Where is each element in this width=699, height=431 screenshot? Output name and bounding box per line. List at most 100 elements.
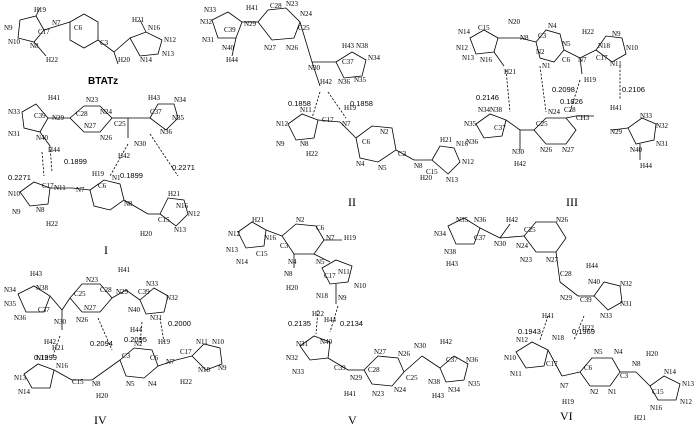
- svg-text:N8: N8: [300, 140, 309, 148]
- svg-text:N12: N12: [36, 354, 49, 362]
- structure-v: H21 N12 N13 N14 C15 N16 C3 N2 C6 N4 N5 N…: [226, 216, 481, 427]
- svg-text:N7: N7: [166, 358, 175, 366]
- svg-text:N31: N31: [656, 140, 669, 148]
- svg-text:N5: N5: [126, 380, 135, 388]
- svg-text:N4: N4: [288, 258, 297, 266]
- svg-text:H20: H20: [118, 56, 131, 64]
- svg-text:N5: N5: [316, 258, 325, 266]
- svg-text:N31: N31: [150, 314, 163, 322]
- svg-text:C39: C39: [580, 296, 592, 304]
- svg-text:C39: C39: [34, 112, 46, 120]
- svg-text:H44: H44: [640, 162, 653, 170]
- svg-text:H21: H21: [634, 414, 647, 422]
- svg-text:H19: H19: [92, 170, 105, 178]
- svg-text:N8: N8: [36, 206, 45, 214]
- svg-text:N32: N32: [166, 294, 179, 302]
- svg-text:N13: N13: [682, 380, 695, 388]
- svg-text:N27: N27: [84, 304, 97, 312]
- svg-text:N24: N24: [300, 10, 313, 18]
- svg-text:N36: N36: [338, 78, 351, 86]
- svg-text:N2: N2: [296, 216, 305, 224]
- svg-text:C28: C28: [564, 106, 576, 114]
- svg-text:C39: C39: [224, 26, 236, 34]
- svg-text:N16: N16: [480, 56, 493, 64]
- svg-text:C25: C25: [406, 374, 418, 382]
- svg-text:N8: N8: [92, 380, 101, 388]
- svg-text:C37: C37: [474, 234, 486, 242]
- svg-text:N38: N38: [356, 42, 369, 50]
- svg-text:H41: H41: [344, 390, 357, 398]
- svg-text:N16: N16: [56, 362, 69, 370]
- svg-text:N9: N9: [218, 364, 227, 372]
- svg-text:C28: C28: [100, 286, 112, 294]
- svg-text:N38: N38: [444, 248, 457, 256]
- svg-text:N10: N10: [8, 38, 21, 46]
- svg-text:H19: H19: [158, 338, 171, 346]
- svg-text:N30: N30: [134, 140, 147, 148]
- svg-text:N34: N34: [4, 286, 17, 294]
- svg-text:N9: N9: [4, 24, 13, 32]
- svg-text:N40: N40: [320, 338, 333, 346]
- svg-text:H43: H43: [342, 42, 355, 50]
- label-iii: III: [566, 195, 578, 209]
- svg-text:C37: C37: [342, 58, 354, 66]
- svg-text:N5: N5: [594, 348, 603, 356]
- svg-text:C3: C3: [620, 372, 629, 380]
- svg-text:N12: N12: [276, 120, 289, 128]
- svg-text:N20: N20: [508, 18, 521, 26]
- svg-text:H21: H21: [440, 136, 453, 144]
- svg-text:N24: N24: [100, 108, 113, 116]
- svg-text:N29: N29: [116, 288, 129, 296]
- svg-text:N11: N11: [610, 60, 622, 68]
- hbond-distance: 0.2098: [552, 85, 575, 94]
- svg-text:N23: N23: [372, 390, 385, 398]
- svg-text:N29: N29: [560, 294, 573, 302]
- svg-text:C3: C3: [280, 242, 289, 250]
- svg-text:H43: H43: [30, 270, 43, 278]
- svg-text:C6: C6: [362, 138, 371, 146]
- svg-text:H44: H44: [48, 146, 61, 154]
- svg-text:N26: N26: [540, 146, 553, 154]
- svg-text:N12: N12: [462, 158, 475, 166]
- svg-text:H22: H22: [180, 378, 193, 386]
- svg-text:N30: N30: [414, 342, 427, 350]
- svg-text:H21: H21: [168, 190, 181, 198]
- svg-text:N14: N14: [18, 388, 31, 396]
- svg-text:N8: N8: [124, 200, 133, 208]
- svg-text:N27: N27: [84, 122, 97, 130]
- svg-text:C25: C25: [524, 226, 536, 234]
- structure-i: H41 N29 C39 N33 N31 N40 H44 N23 C28 N24 …: [8, 94, 201, 257]
- svg-text:N23: N23: [86, 276, 99, 284]
- svg-text:C6: C6: [316, 224, 325, 232]
- svg-text:N32: N32: [620, 280, 633, 288]
- svg-text:N7: N7: [578, 56, 587, 64]
- svg-text:N30: N30: [54, 318, 67, 326]
- svg-text:N18: N18: [552, 334, 565, 342]
- svg-text:H42: H42: [320, 78, 333, 86]
- hbond-distance: 0.2095: [124, 335, 147, 344]
- svg-text:N2: N2: [134, 340, 143, 348]
- svg-text:C17: C17: [546, 360, 558, 368]
- svg-text:N26: N26: [286, 44, 299, 52]
- svg-text:N23: N23: [286, 0, 299, 8]
- svg-text:C37: C37: [446, 356, 458, 364]
- svg-text:N13: N13: [162, 50, 175, 58]
- svg-text:N29: N29: [610, 128, 623, 136]
- structure-iii: N20 N8 N14 C15 N12 N13 N16 C3 N4 N5 N2 N…: [456, 18, 669, 209]
- svg-text:N35: N35: [354, 76, 367, 84]
- svg-text:N12: N12: [680, 398, 693, 406]
- svg-text:N33: N33: [8, 108, 21, 116]
- svg-text:N10: N10: [504, 354, 517, 362]
- hbond-distance: 0.2271: [172, 163, 195, 172]
- svg-text:H42: H42: [506, 216, 519, 224]
- svg-text:N31: N31: [296, 340, 309, 348]
- svg-text:N16: N16: [176, 202, 189, 210]
- svg-text:H19: H19: [34, 6, 47, 14]
- svg-text:N5: N5: [562, 40, 571, 48]
- structure-btatz: H19 N7 C17 N9 N10 N8 H22 C6 C3 H20 H21 N…: [4, 6, 177, 87]
- svg-text:H42: H42: [118, 152, 131, 160]
- svg-text:N38: N38: [428, 378, 441, 386]
- svg-text:N23: N23: [520, 256, 533, 264]
- svg-text:N10: N10: [8, 190, 21, 198]
